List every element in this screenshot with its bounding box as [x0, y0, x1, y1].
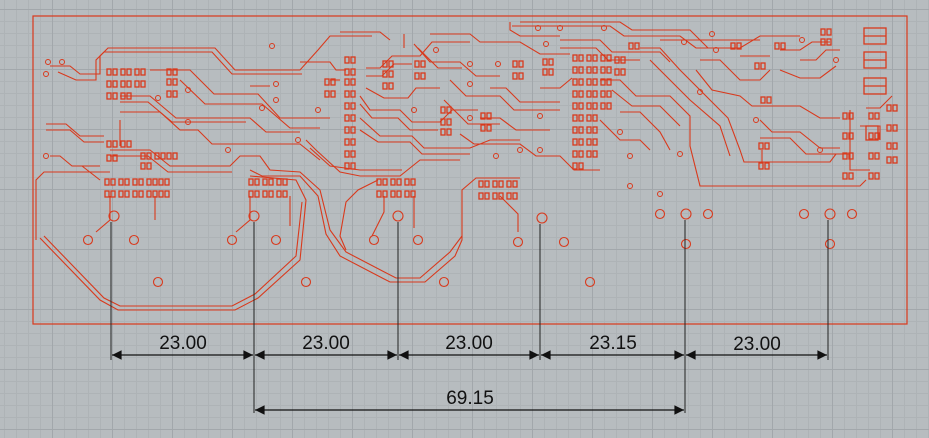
dimension-lines [112, 350, 828, 415]
dimension-label[interactable]: 23.00 [733, 334, 781, 355]
dimension-label-total[interactable]: 69.15 [446, 388, 494, 409]
board-outline[interactable] [32, 15, 908, 325]
smd-pads [104, 28, 898, 200]
dimension-labels: 23.00 23.00 23.00 23.15 23.00 69.15 [159, 333, 781, 409]
dimension-label[interactable]: 23.00 [302, 333, 350, 354]
through-hole-pins [82, 208, 858, 288]
connector-pads [863, 27, 887, 141]
pcb-traces [35, 21, 893, 311]
dimension-label[interactable]: 23.15 [589, 333, 637, 354]
dimension-label[interactable]: 23.00 [445, 333, 493, 354]
vias [43, 25, 839, 197]
dimension-label[interactable]: 23.00 [159, 333, 207, 354]
dimension-extension-lines [110, 220, 829, 413]
